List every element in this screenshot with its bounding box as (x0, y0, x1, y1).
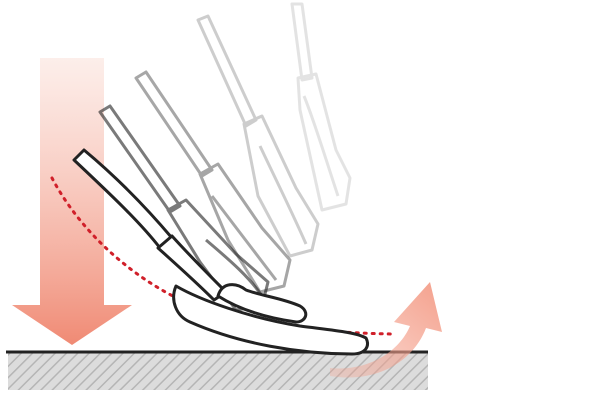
down-force-arrow-icon (12, 58, 132, 345)
club-hosel (156, 234, 228, 302)
club-ghost-2 (196, 14, 320, 258)
club-ghost-1 (290, 2, 352, 212)
club-main (72, 148, 369, 356)
club-ghost-3 (134, 70, 292, 294)
rebound-arrow-icon (330, 282, 442, 378)
club-head-top (216, 283, 308, 324)
club-sole (172, 284, 369, 356)
